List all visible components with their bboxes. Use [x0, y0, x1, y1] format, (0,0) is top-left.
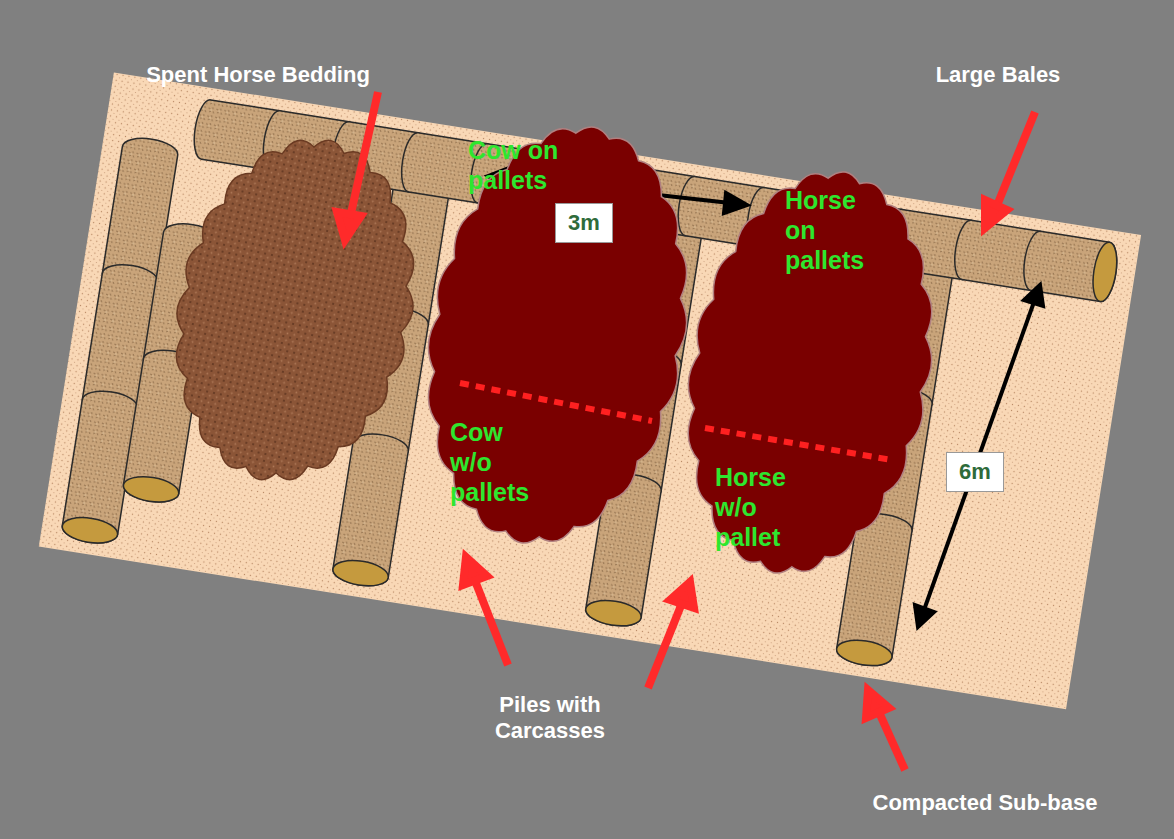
pile-outline: [680, 160, 940, 585]
text-wrap: Horse w/o pallet: [715, 462, 810, 552]
dimension-label: 3m: [555, 203, 613, 243]
carcass-pile: Cow on palletsCow w/o pallets: [420, 115, 695, 555]
callout-label: Spent Horse Bedding: [146, 62, 370, 88]
text-wrap: Horse on pallets: [785, 185, 885, 275]
callout-label: Piles with Carcasses: [465, 692, 635, 744]
bale-end: [835, 637, 894, 669]
arrowhead: [1024, 285, 1043, 306]
divider-line: [705, 428, 892, 460]
divider-line: [460, 383, 652, 421]
bale-end: [584, 597, 643, 629]
label-wrap: Large Bales: [898, 62, 1098, 88]
label-wrap: Spent Horse Bedding: [128, 62, 388, 88]
sub-base: [39, 72, 1141, 709]
arrowhead: [985, 200, 1007, 228]
callout-label: Compacted Sub-base: [873, 790, 1098, 816]
arrowhead: [670, 582, 694, 608]
bale-end: [60, 514, 119, 546]
label-wrap: 3m: [544, 203, 624, 243]
pile-label: Horse on pallets: [785, 185, 885, 275]
arrowhead: [337, 212, 361, 240]
bale-end: [331, 557, 390, 589]
text-wrap: Cow w/o pallets: [450, 417, 545, 507]
arrowhead: [724, 193, 747, 213]
bedding-pile: [146, 117, 444, 504]
callout-arrow: [648, 603, 682, 688]
label-wrap: Piles with Carcasses: [465, 692, 635, 744]
bedding-pile: [146, 117, 444, 504]
callout-arrows: [337, 92, 1043, 770]
dimension-label: 6m: [946, 452, 1004, 492]
bales: [60, 87, 1120, 694]
callout-label: Large Bales: [936, 62, 1061, 88]
bale-end: [1089, 241, 1120, 304]
carcass-pile: Horse on palletsHorse w/o pallet: [680, 160, 940, 585]
callout-arrow: [878, 710, 905, 770]
arrowhead: [915, 605, 934, 627]
bale: [331, 430, 410, 589]
text-wrap: Cow on pallets: [468, 135, 588, 195]
label-wrap: Compacted Sub-base: [855, 790, 1115, 816]
callout-arrow: [996, 112, 1035, 208]
label-wrap: 6m: [935, 452, 1015, 492]
pile-label: Horse w/o pallet: [715, 462, 810, 552]
callout-arrow: [350, 92, 378, 218]
dimension-line: [924, 302, 1034, 610]
bale-end: [122, 473, 181, 505]
site-plan: [39, 72, 1141, 709]
pile-label: Cow w/o pallets: [450, 417, 545, 507]
pile-label: Cow on pallets: [468, 135, 588, 195]
arrowhead: [866, 690, 889, 718]
arrowhead: [463, 557, 487, 585]
callout-arrow: [474, 578, 508, 665]
pile-outline: [420, 115, 695, 555]
